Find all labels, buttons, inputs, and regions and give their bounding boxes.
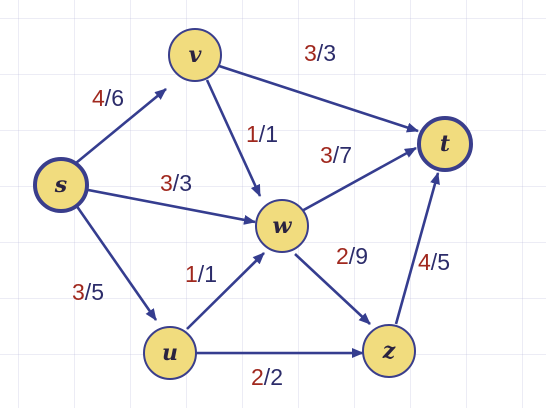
node-u: u xyxy=(143,326,197,380)
edge-label-s-v: 4/6 xyxy=(92,85,124,111)
node-v-label: v xyxy=(189,42,202,68)
edge-label-z-t: 4/5 xyxy=(418,249,450,275)
edge-label-w-z: 2/9 xyxy=(336,243,368,269)
node-t: t xyxy=(417,116,473,172)
edge-label-u-z: 2/2 xyxy=(251,364,283,390)
edge-label-v-w: 1/1 xyxy=(246,121,278,147)
edge-label-w-t: 3/7 xyxy=(320,142,352,168)
node-u-label: u xyxy=(162,340,178,366)
edge-label-s-w: 3/3 xyxy=(160,170,192,196)
node-w: w xyxy=(255,199,309,253)
edge-label-s-u: 3/5 xyxy=(72,279,104,305)
node-s-label: s xyxy=(54,172,67,198)
node-t-label: t xyxy=(440,131,450,157)
edge-label-v-t: 3/3 xyxy=(304,40,336,66)
edge-s-v xyxy=(75,87,167,165)
node-z-label: z xyxy=(382,338,396,364)
node-w-label: w xyxy=(273,213,293,239)
nodes: s v t w u z xyxy=(33,28,473,380)
edge-u-w xyxy=(186,252,265,330)
edge-w-z xyxy=(294,253,371,325)
edge-v-w xyxy=(205,79,262,197)
node-v: v xyxy=(168,28,222,82)
edge-w-t xyxy=(299,146,417,214)
edge-s-u xyxy=(74,204,158,321)
edge-v-t xyxy=(212,62,419,133)
node-z: z xyxy=(362,324,416,378)
node-s: s xyxy=(33,157,89,213)
edges xyxy=(74,62,440,358)
edge-z-t xyxy=(394,172,440,325)
edge-label-u-w: 1/1 xyxy=(185,261,217,287)
edge-s-w xyxy=(82,187,256,225)
edge-labels: 4/6 3/3 1/1 3/3 3/7 3/5 1/1 2/9 2/2 4/5 xyxy=(72,40,450,390)
